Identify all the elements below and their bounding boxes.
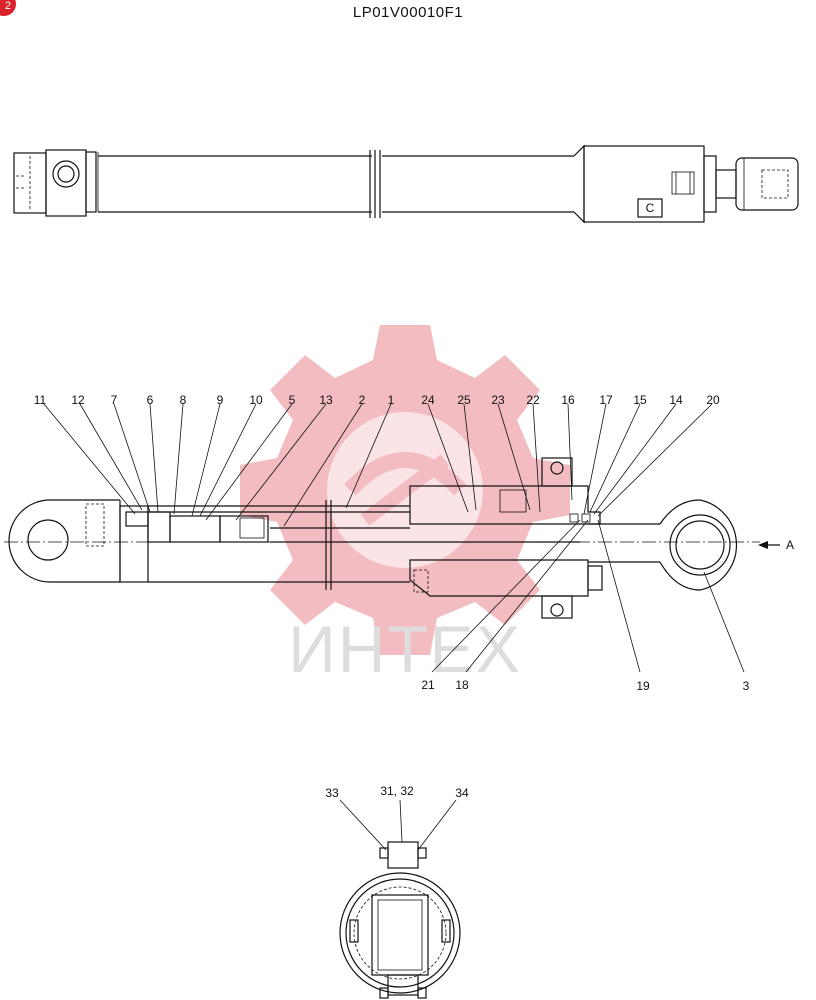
callout-12: 12 (71, 393, 85, 407)
callout-22: 22 (526, 393, 540, 407)
detail-view-a: 33 31, 32 34 (325, 784, 469, 999)
callout-leaders (43, 403, 745, 673)
callout-2: 2 (359, 393, 366, 407)
callout-13: 13 (319, 393, 333, 407)
drawing-code: LP01V00010F1 (352, 4, 464, 21)
callout-23: 23 (491, 393, 505, 407)
callout-top-row: 11 12 7 6 8 9 10 5 13 2 1 24 25 23 22 16… (34, 393, 720, 407)
callout-11: 11 (34, 393, 47, 407)
callout-7: 7 (111, 393, 118, 407)
callout-10: 10 (249, 393, 263, 407)
callout-24: 24 (421, 393, 435, 407)
callout-5: 5 (289, 393, 296, 407)
cylinder-external-view: C (13, 144, 799, 224)
callout-31-32: 31, 32 (380, 784, 414, 798)
callout-14: 14 (669, 393, 683, 407)
watermark-logo: ИНТЕХ (240, 325, 570, 686)
callout-8: 8 (180, 393, 187, 407)
callout-1: 1 (388, 393, 395, 407)
callout-9: 9 (217, 393, 224, 407)
watermark-text: ИНТЕХ (288, 612, 521, 686)
callout-15: 15 (633, 393, 647, 407)
callout-6: 6 (147, 393, 154, 407)
callout-33: 33 (325, 786, 339, 800)
callout-25: 25 (457, 393, 471, 407)
side-marker-label: C (646, 201, 655, 215)
callout-18: 18 (455, 678, 469, 692)
callout-bottom-row: 21 18 19 3 (421, 678, 749, 693)
callout-20: 20 (706, 393, 720, 407)
page-badge: 2 (0, 0, 16, 16)
callout-34: 34 (455, 786, 469, 800)
view-arrow-label: A (786, 538, 794, 552)
callout-16: 16 (561, 393, 575, 407)
callout-3: 3 (743, 679, 750, 693)
callout-19: 19 (636, 679, 650, 693)
callout-17: 17 (599, 393, 613, 407)
cylinder-section-view: A (4, 457, 794, 619)
callout-21: 21 (421, 678, 435, 692)
